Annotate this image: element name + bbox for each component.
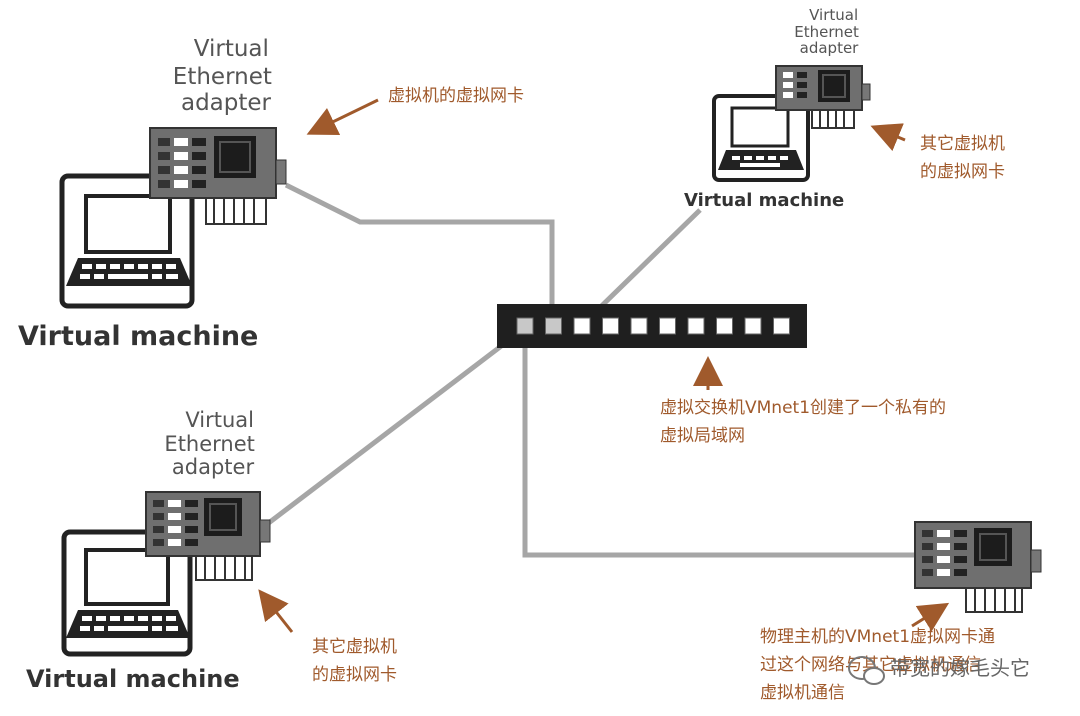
annotation-note: 其它虚拟机 的虚拟网卡 (920, 134, 1010, 182)
computer-icon (61, 529, 193, 657)
annotation-arrow (870, 123, 906, 152)
ethernet-card-icon (149, 127, 287, 225)
switch-port (602, 317, 619, 335)
switch-port (573, 317, 591, 335)
ethernet-card-icon (914, 521, 1042, 613)
switch-port (716, 317, 733, 335)
computer-icon (59, 173, 195, 309)
switch-port (516, 317, 534, 335)
switch-port (744, 317, 762, 335)
switch-port (687, 317, 705, 335)
computer-icon (712, 94, 810, 182)
vm-label: Virtual machine (26, 665, 240, 693)
vm-top-right: Virtual Ethernet adapter Virtual machine… (684, 6, 1010, 211)
watermark: 带宽的嫁毛头它 (848, 656, 1030, 685)
watermark-text: 带宽的嫁毛头它 (890, 656, 1030, 680)
switch-ports (516, 317, 790, 335)
annotation-note: 物理主机的VMnet1虚拟网卡通 过这个网络与其它虚拟机通信 虚拟机通信 (760, 627, 1000, 703)
switch-port (659, 317, 676, 335)
switch-annotation: 虚拟交换机VMnet1创建了一个私有的 虚拟局域网 (660, 356, 951, 446)
annotation-note: 虚拟交换机VMnet1创建了一个私有的 虚拟局域网 (660, 398, 951, 446)
cable-top-left-vm (284, 182, 555, 325)
vm-top-left: Virtual Ethernet adapter (18, 36, 524, 352)
vm-label: Virtual machine (684, 190, 844, 211)
cable-host-adapter (522, 328, 918, 558)
switch-port (545, 317, 562, 335)
ethernet-card-icon (145, 491, 271, 581)
annotation-arrow (911, 602, 950, 632)
ethernet-card-icon (775, 65, 871, 129)
virtual-switch (497, 304, 807, 348)
vm-label: Virtual machine (18, 321, 258, 352)
cable-bottom-left-vm (260, 326, 527, 530)
switch-port (630, 317, 648, 335)
cables (260, 182, 918, 558)
annotation-arrow (306, 98, 379, 136)
chat-bubble-icon (848, 656, 885, 685)
annotation-note: 其它虚拟机 的虚拟网卡 (312, 637, 402, 685)
vm-bottom-left: Virtual Ethernet adapter (26, 408, 402, 693)
adapter-label: Virtual Ethernet adapter (164, 408, 261, 479)
adapter-label: Virtual Ethernet adapter (794, 6, 863, 57)
adapter-label: Virtual Ethernet adapter (173, 36, 279, 116)
host-adapter: 物理主机的VMnet1虚拟网卡通 过这个网络与其它虚拟机通信 虚拟机通信 (760, 521, 1042, 703)
switch-port (773, 317, 790, 335)
annotation-note: 虚拟机的虚拟网卡 (388, 86, 524, 106)
annotation-arrow (258, 589, 294, 633)
